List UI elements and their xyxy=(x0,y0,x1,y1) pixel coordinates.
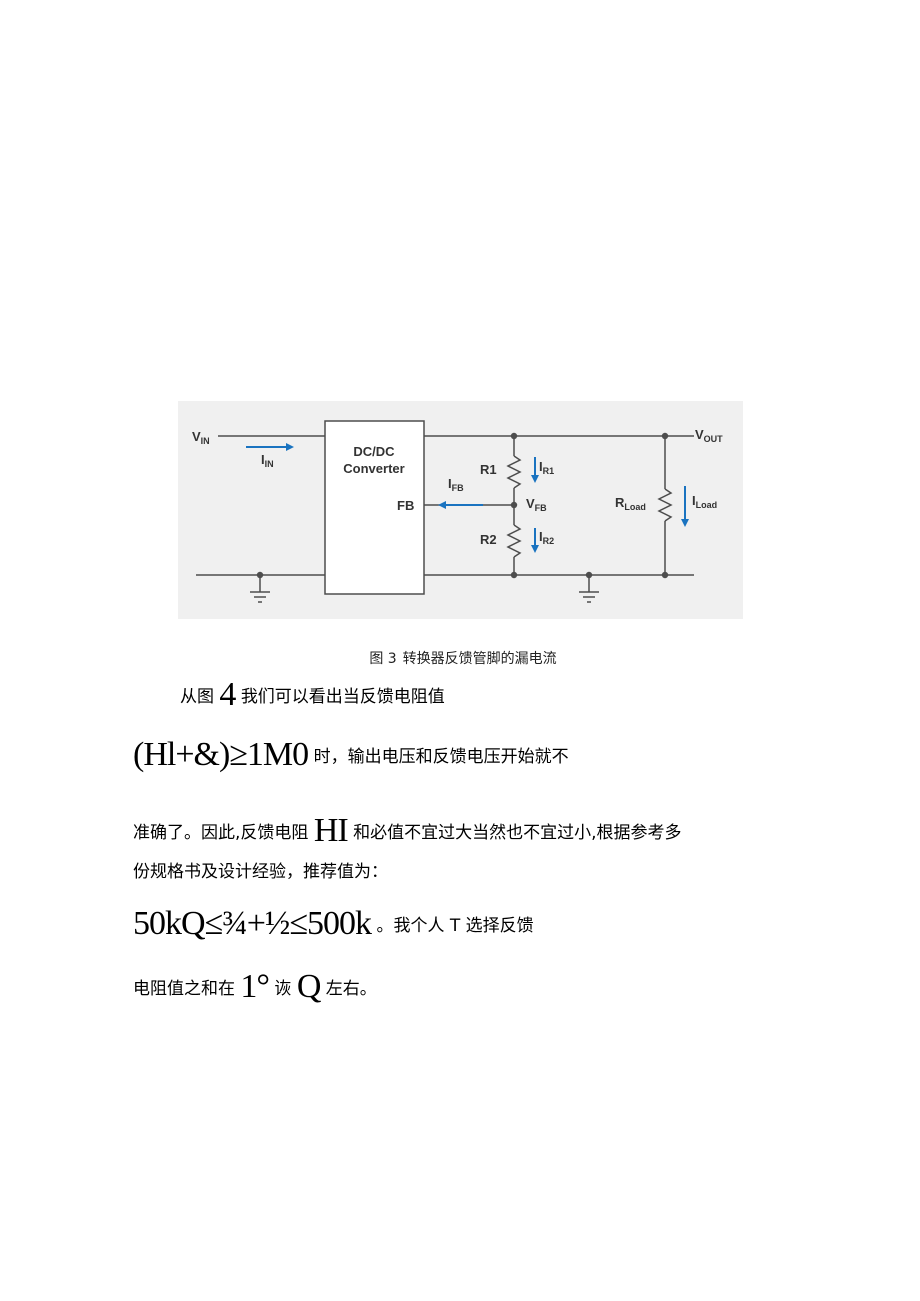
ground-symbol-left xyxy=(250,575,270,603)
iload-label: ILoad xyxy=(692,493,717,510)
ir2-label: IR2 xyxy=(539,529,554,546)
formula-run: Q xyxy=(296,968,322,1005)
paragraph-line-3: 准确了。因此,反馈电阻 HI 和必值不宜过大当然也不宜过小,根据参考多 xyxy=(133,812,682,850)
fb-pin-label: FB xyxy=(397,498,414,513)
ir1-label: IR1 xyxy=(539,459,554,476)
text-run: 准确了。因此,反馈电阻 xyxy=(133,823,309,843)
junction-dot xyxy=(661,571,669,579)
text-run: 我们可以看出当反馈电阻值 xyxy=(240,687,445,707)
vout-label: VOUT xyxy=(695,427,723,444)
figure-number: 4 xyxy=(219,676,236,713)
figure-background xyxy=(178,401,743,619)
circuit-diagram: VIN IIN DC/DC Converter FB IFB R1 IR1 VF… xyxy=(178,401,743,619)
figure-caption: 图 3 转换器反馈管脚的漏电流 xyxy=(0,648,920,668)
text-run: 时，输出电压和反馈电压开始就不 xyxy=(313,747,569,767)
block-title-line2: Converter xyxy=(343,461,404,476)
text-run: 左右。 xyxy=(325,979,377,999)
caption-text: 转换器反馈管脚的漏电流 xyxy=(402,651,557,667)
text-run: 电阻值之和在 xyxy=(133,979,235,999)
junction-dot xyxy=(661,432,669,440)
r1-resistor xyxy=(506,455,522,489)
paragraph-line-5: 50kQ≤¾+½≤500k 。我个人 T 选择反馈 xyxy=(133,905,534,943)
paragraph-line-6: 电阻值之和在 1° 诙 Q 左右。 xyxy=(133,968,377,1006)
r2-label: R2 xyxy=(480,532,497,547)
paragraph-line-1: 从图 4 我们可以看出当反馈电阻值 xyxy=(180,676,445,714)
text-run: 诙 xyxy=(274,979,292,999)
r1-label: R1 xyxy=(480,462,497,477)
dcdc-converter-block xyxy=(324,420,425,595)
rload-label: RLoad xyxy=(615,495,646,512)
block-title-line1: DC/DC xyxy=(353,444,395,459)
junction-dot xyxy=(510,501,518,509)
r2-resistor xyxy=(506,524,522,558)
junction-dot xyxy=(510,432,518,440)
paragraph-line-4: 份规格书及设计经验，推荐值为： xyxy=(133,862,388,882)
ifb-label: IFB xyxy=(448,476,464,493)
circuit-svg: VIN IIN DC/DC Converter FB IFB R1 IR1 VF… xyxy=(178,401,743,619)
text-run: 从图 xyxy=(180,687,214,707)
formula-run: 50kQ≤¾+½≤500k xyxy=(133,905,372,942)
vfb-label: VFB xyxy=(526,496,547,513)
caption-label: 图 3 xyxy=(369,651,397,667)
text-run: 和必值不宜过大当然也不宜过小,根据参考多 xyxy=(353,823,682,843)
vin-label: VIN xyxy=(192,429,210,446)
paragraph-line-2: (Hl+&)≥1M0 时，输出电压和反馈电压开始就不 xyxy=(133,736,569,774)
formula-run: 1° xyxy=(240,968,270,1005)
junction-dot xyxy=(510,571,518,579)
iin-label: IIN xyxy=(261,452,274,469)
formula-run: HI xyxy=(313,812,349,849)
ground-symbol-right xyxy=(579,575,599,603)
text-run: 。我个人 T 选择反馈 xyxy=(376,916,534,936)
formula-run: (Hl+&)≥1M0 xyxy=(133,736,309,773)
rload-resistor xyxy=(657,488,673,522)
